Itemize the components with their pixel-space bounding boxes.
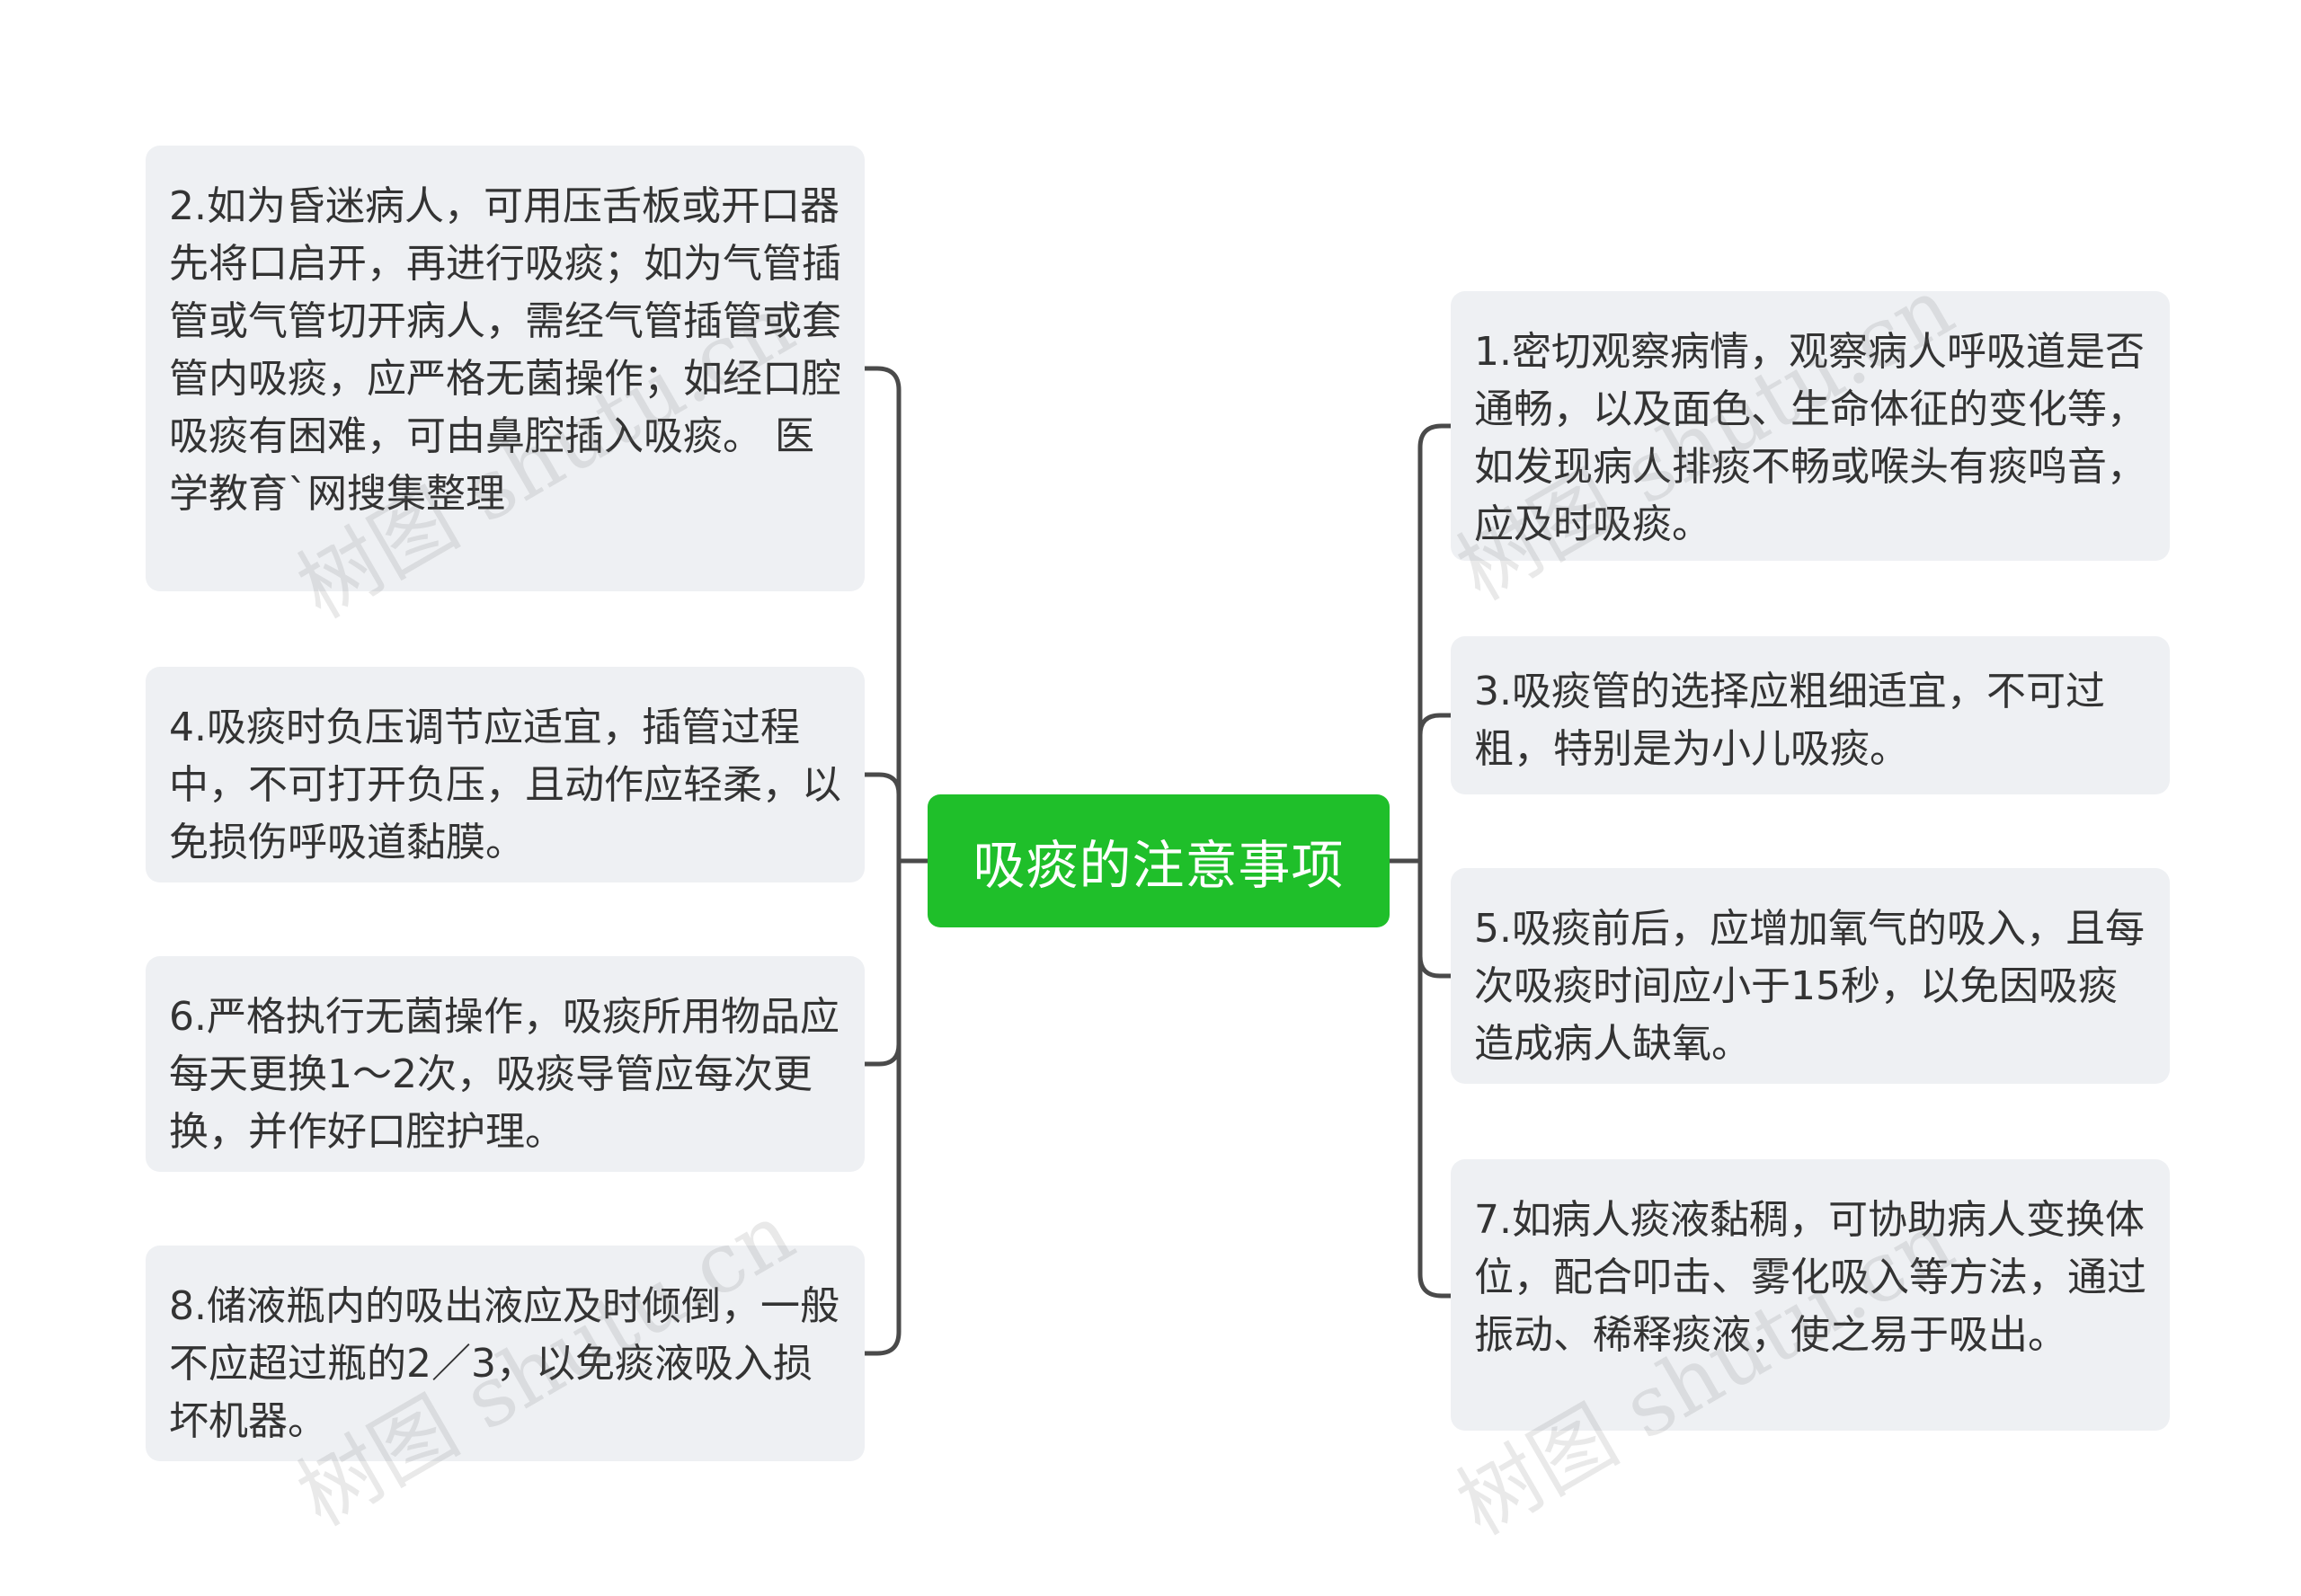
topic-node-8-text: 8.储液瓶内的吸出液应及时倾倒，一般不应超过瓶的2／3，以免痰液吸入损坏机器。 [169,1283,840,1444]
connector-right-node-1 [1417,423,1453,864]
central-topic[interactable]: 吸痰的注意事项 [928,794,1390,927]
topic-node-6[interactable]: 6.严格执行无菌操作，吸痰所用物品应每天更换1～2次，吸痰导管应每次更换，并作好… [146,956,865,1172]
connector-left-node-8 [862,858,902,1356]
topic-node-1[interactable]: 1.密切观察病情，观察病人呼吸道是否通畅，以及面色、生命体征的变化等，如发现病人… [1451,291,2170,561]
topic-node-6-text: 6.严格执行无菌操作，吸痰所用物品应每天更换1～2次，吸痰导管应每次更换，并作好… [169,994,840,1155]
connector-right-node-3 [1417,713,1453,864]
topic-node-2-text: 2.如为昏迷病人，可用压舌板或开口器先将口启开，再进行吸痰；如为气管插管或气管切… [169,183,841,517]
connector-left-node-4 [862,772,902,864]
topic-node-4[interactable]: 4.吸痰时负压调节应适宜，插管过程中，不可打开负压，且动作应轻柔，以免损伤呼吸道… [146,667,865,882]
topic-node-7-text: 7.如病人痰液黏稠，可协助病人变换体位，配合叩击、雾化吸入等方法，通过振动、稀释… [1474,1197,2146,1358]
connector-right-node-5 [1417,858,1453,979]
topic-node-5[interactable]: 5.吸痰前后，应增加氧气的吸入，且每次吸痰时间应小于15秒，以免因吸痰造成病人缺… [1451,868,2170,1084]
topic-node-2[interactable]: 2.如为昏迷病人，可用压舌板或开口器先将口启开，再进行吸痰；如为气管插管或气管切… [146,146,865,591]
topic-node-3-text: 3.吸痰管的选择应粗细适宜，不可过粗，特别是为小儿吸痰。 [1474,669,2105,772]
topic-node-5-text: 5.吸痰前后，应增加氧气的吸入，且每次吸痰时间应小于15秒，以免因吸痰造成病人缺… [1474,906,2145,1067]
topic-node-1-text: 1.密切观察病情，观察病人呼吸道是否通畅，以及面色、生命体征的变化等，如发现病人… [1474,329,2146,547]
topic-node-3[interactable]: 3.吸痰管的选择应粗细适宜，不可过粗，特别是为小儿吸痰。 [1451,636,2170,794]
topic-node-4-text: 4.吸痰时负压调节应适宜，插管过程中，不可打开负压，且动作应轻柔，以免损伤呼吸道… [169,705,841,865]
central-topic-label: 吸痰的注意事项 [973,835,1345,896]
connector-left-node-2 [862,366,902,864]
connector-left-node-6 [862,858,902,1067]
connector-right-node-7 [1417,858,1453,1299]
topic-node-8[interactable]: 8.储液瓶内的吸出液应及时倾倒，一般不应超过瓶的2／3，以免痰液吸入损坏机器。 [146,1246,865,1461]
topic-node-7[interactable]: 7.如病人痰液黏稠，可协助病人变换体位，配合叩击、雾化吸入等方法，通过振动、稀释… [1451,1159,2170,1431]
